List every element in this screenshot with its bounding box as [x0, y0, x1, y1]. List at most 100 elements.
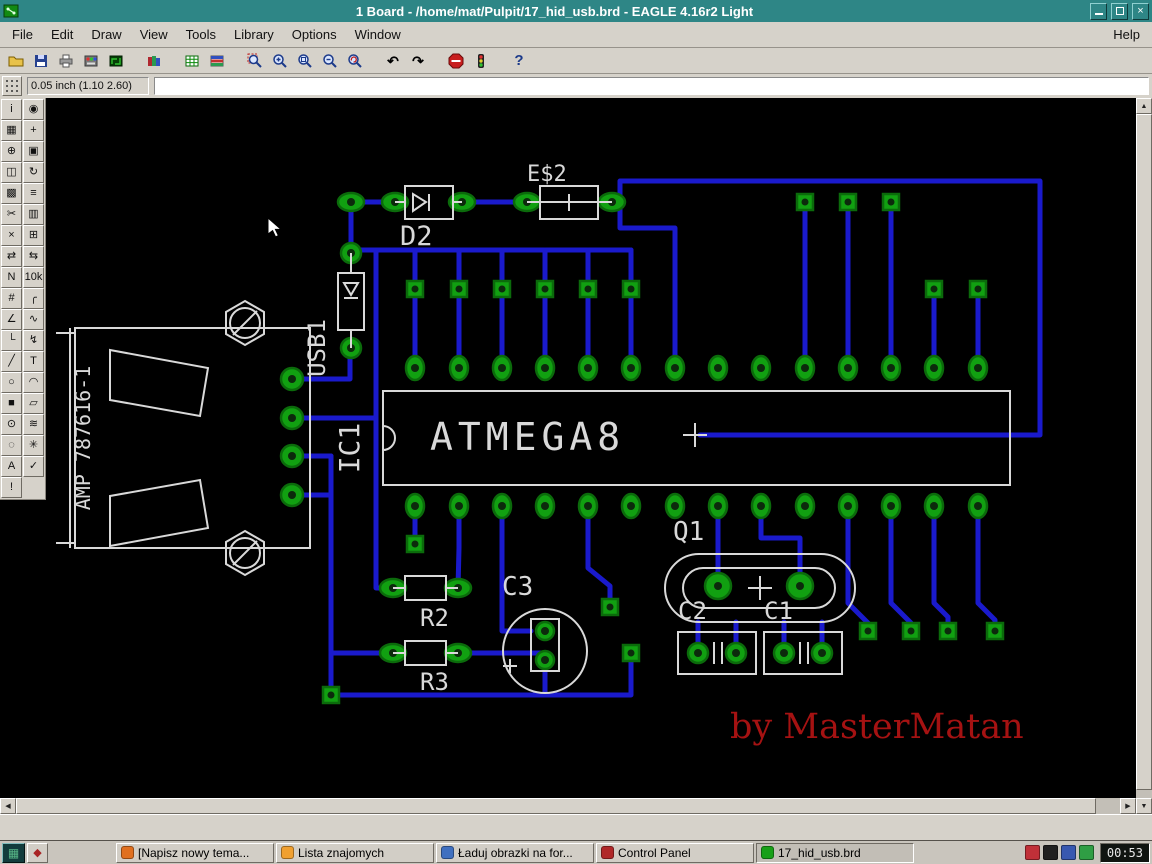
tool-hole[interactable]: ◌: [1, 435, 22, 456]
menu-file[interactable]: File: [12, 27, 33, 42]
vertical-scrollbar[interactable]: ▲ ▼: [1136, 98, 1152, 814]
menu-view[interactable]: View: [139, 27, 168, 42]
menu-window[interactable]: Window: [354, 27, 401, 42]
tool-split[interactable]: ∠: [1, 309, 22, 330]
scroll-left-arrow[interactable]: ◀: [0, 798, 16, 814]
tool-display[interactable]: ▦: [1, 120, 22, 141]
grid-button[interactable]: [2, 76, 22, 96]
task-napisz[interactable]: [Napisz nowy tema...: [116, 842, 274, 863]
tray-icon-dark[interactable]: [1042, 845, 1058, 860]
tool-text[interactable]: T: [23, 351, 44, 372]
tool-change[interactable]: ≡: [23, 183, 44, 204]
tool-info[interactable]: i: [1, 99, 22, 120]
launcher-button[interactable]: ◆: [27, 842, 48, 863]
grid-settings-button[interactable]: [180, 50, 204, 72]
command-input[interactable]: [154, 77, 1149, 95]
tool-polygon[interactable]: ▱: [23, 393, 44, 414]
horizontal-scrollbar[interactable]: ◀ ▶: [0, 798, 1136, 814]
tool-smash[interactable]: #: [1, 288, 22, 309]
tool-cut[interactable]: ✂: [1, 204, 22, 225]
usb-connector[interactable]: [56, 299, 311, 577]
tool-via[interactable]: ⊙: [1, 414, 22, 435]
stop-button[interactable]: [444, 50, 468, 72]
tool-ripup[interactable]: ↯: [23, 330, 44, 351]
tool-delete[interactable]: ×: [1, 225, 22, 246]
tool-copy[interactable]: ▣: [23, 141, 44, 162]
resistor-r2[interactable]: [393, 575, 458, 601]
tool-ratsnest[interactable]: ✳: [23, 435, 44, 456]
task-control-panel[interactable]: Control Panel: [596, 842, 754, 863]
tool-auto[interactable]: A: [1, 456, 22, 477]
tool-signal[interactable]: ≋: [23, 414, 44, 435]
redo-button[interactable]: ↷: [406, 50, 430, 72]
tool-paste[interactable]: ▥: [23, 204, 44, 225]
save-button[interactable]: [29, 50, 53, 72]
tool-value[interactable]: 10k: [23, 267, 44, 288]
fuse-e2[interactable]: [527, 185, 612, 220]
tool-rotate[interactable]: ↻: [23, 162, 44, 183]
crystal-q1[interactable]: [664, 553, 856, 623]
zoom-redraw-button[interactable]: [343, 50, 367, 72]
capacitor-c2[interactable]: [677, 631, 757, 675]
pcb-drawing[interactable]: E$2 D2 USB1 IC1 ATMEGA8 Q1 C2 C1 C3 R2 R…: [48, 98, 1136, 798]
tool-miter[interactable]: ╭: [23, 288, 44, 309]
tool-show[interactable]: ◉: [23, 99, 44, 120]
task-lista[interactable]: Lista znajomych: [276, 842, 434, 863]
menu-library[interactable]: Library: [234, 27, 274, 42]
vertical-scroll-thumb[interactable]: [1136, 114, 1152, 790]
diode-d1[interactable]: [337, 253, 365, 348]
tool-mirror[interactable]: ◫: [1, 162, 22, 183]
scroll-right-arrow[interactable]: ▶: [1120, 798, 1136, 814]
tool-circle[interactable]: ○: [1, 372, 22, 393]
tool-add[interactable]: ⊞: [23, 225, 44, 246]
task-laduj[interactable]: Ładuj obrazki na for...: [436, 842, 594, 863]
tool-group[interactable]: ▩: [1, 183, 22, 204]
library-button[interactable]: [142, 50, 166, 72]
tool-name[interactable]: N: [1, 267, 22, 288]
tool-replace[interactable]: ⇆: [23, 246, 44, 267]
tool-wire[interactable]: ╱: [1, 351, 22, 372]
tool-pinswap[interactable]: ⇄: [1, 246, 22, 267]
zoom-fit-button[interactable]: [293, 50, 317, 72]
help-button[interactable]: ?: [507, 50, 531, 72]
ic1-atmega8[interactable]: [382, 390, 1011, 486]
zoom-out-button[interactable]: [318, 50, 342, 72]
scroll-up-arrow[interactable]: ▲: [1136, 98, 1152, 114]
tray-icon-blue[interactable]: [1060, 845, 1076, 860]
print-button[interactable]: [54, 50, 78, 72]
tool-rect[interactable]: ■: [1, 393, 22, 414]
resistor-r3[interactable]: [393, 640, 458, 666]
start-menu-button[interactable]: ▦: [2, 842, 25, 863]
tool-arc[interactable]: ◠: [23, 372, 44, 393]
diode-d2[interactable]: [395, 185, 462, 220]
copper-traces[interactable]: [289, 178, 1043, 698]
switch-editor-button[interactable]: [104, 50, 128, 72]
tool-drc[interactable]: ✓: [23, 456, 44, 477]
undo-button[interactable]: ↶: [381, 50, 405, 72]
capacitor-c3[interactable]: [502, 608, 588, 694]
maximize-button[interactable]: [1111, 2, 1128, 20]
horizontal-scroll-thumb[interactable]: [16, 798, 1096, 814]
menu-draw[interactable]: Draw: [91, 27, 122, 42]
cam-processor-button[interactable]: [79, 50, 103, 72]
task-eagle-board[interactable]: 17_hid_usb.brd: [756, 842, 914, 863]
tool-route[interactable]: └: [1, 330, 22, 351]
tool-optimize[interactable]: ∿: [23, 309, 44, 330]
tray-icon-red[interactable]: [1024, 845, 1040, 860]
scroll-down-arrow[interactable]: ▼: [1136, 798, 1152, 814]
menu-help[interactable]: Help: [1113, 27, 1140, 42]
go-button[interactable]: [469, 50, 493, 72]
tool-move[interactable]: ⊕: [1, 141, 22, 162]
close-button[interactable]: ×: [1132, 2, 1149, 20]
menu-tools[interactable]: Tools: [185, 27, 217, 42]
menu-edit[interactable]: Edit: [50, 27, 74, 42]
zoom-select-button[interactable]: [243, 50, 267, 72]
tool-errors[interactable]: !: [1, 477, 22, 498]
open-button[interactable]: [4, 50, 28, 72]
tray-icon-green[interactable]: [1078, 845, 1094, 860]
tool-mark[interactable]: +: [23, 120, 44, 141]
capacitor-c1[interactable]: [763, 631, 843, 675]
minimize-button[interactable]: [1090, 2, 1107, 20]
zoom-in-button[interactable]: [268, 50, 292, 72]
